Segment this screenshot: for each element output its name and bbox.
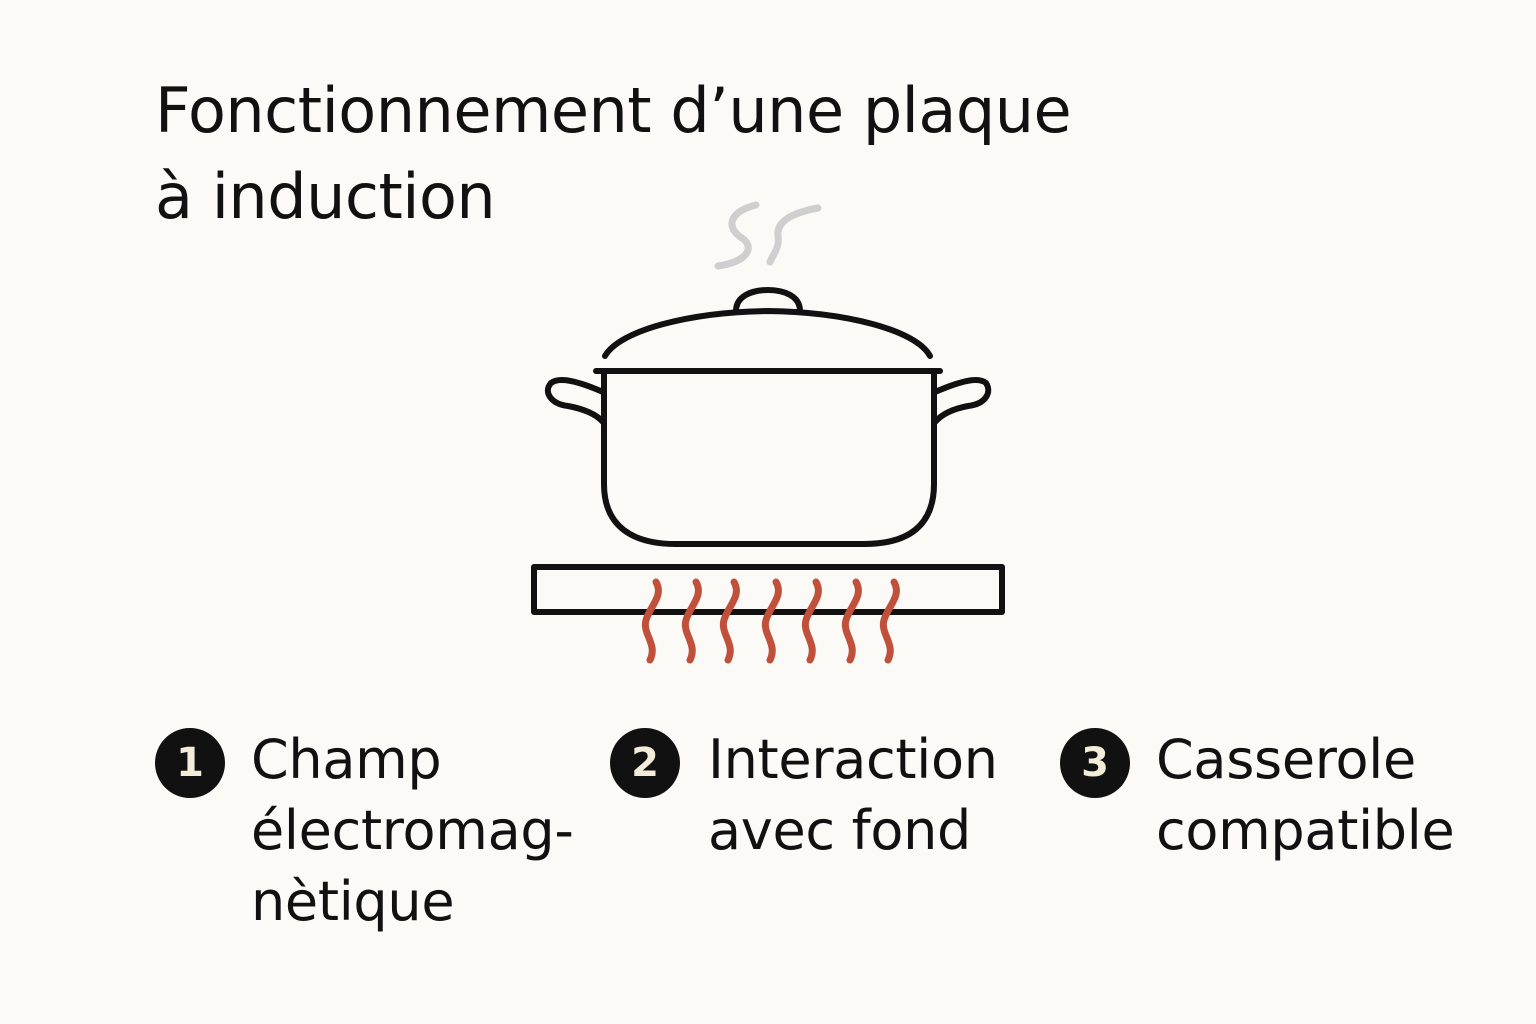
wave-7 (879, 578, 900, 664)
wave-4 (761, 578, 782, 664)
pot-handle-right (932, 377, 992, 425)
step-1-line-1: Champ (251, 728, 442, 791)
wave-3 (719, 578, 740, 664)
steam-icon (714, 201, 822, 270)
cooking-pot-icon (544, 287, 992, 547)
step-2-label: Interaction avec fond (708, 724, 998, 866)
step-3-badge: 3 (1060, 728, 1130, 798)
pot-body (601, 370, 937, 547)
step-3-line-2: compatible (1156, 799, 1455, 862)
magnetic-waves-icon (641, 578, 900, 664)
wave-6 (841, 578, 862, 664)
lid-knob (733, 287, 803, 314)
step-3-label: Casserole compatible (1156, 724, 1455, 866)
wave-2 (681, 578, 702, 664)
step-1-line-2: électromag- (251, 799, 574, 862)
step-2-line-2: avec fond (708, 799, 971, 862)
wave-5 (801, 578, 822, 664)
step-2-badge: 2 (610, 728, 680, 798)
step-2-line-1: Interaction (708, 728, 998, 791)
page-title: Fonctionnement d’une plaque à induction (155, 68, 1255, 240)
wave-1 (641, 578, 662, 664)
title-line-2: à induction (155, 160, 496, 233)
step-3-line-1: Casserole (1156, 728, 1416, 791)
pot-handle-left (544, 377, 606, 425)
step-1-line-3: nètique (251, 870, 455, 933)
title-line-1: Fonctionnement d’une plaque (155, 74, 1072, 147)
induction-cooktop-icon (531, 564, 1005, 615)
step-1-label: Champ électromag- nètique (251, 724, 574, 937)
step-1-badge: 1 (155, 728, 225, 798)
pot-lid (602, 308, 933, 359)
